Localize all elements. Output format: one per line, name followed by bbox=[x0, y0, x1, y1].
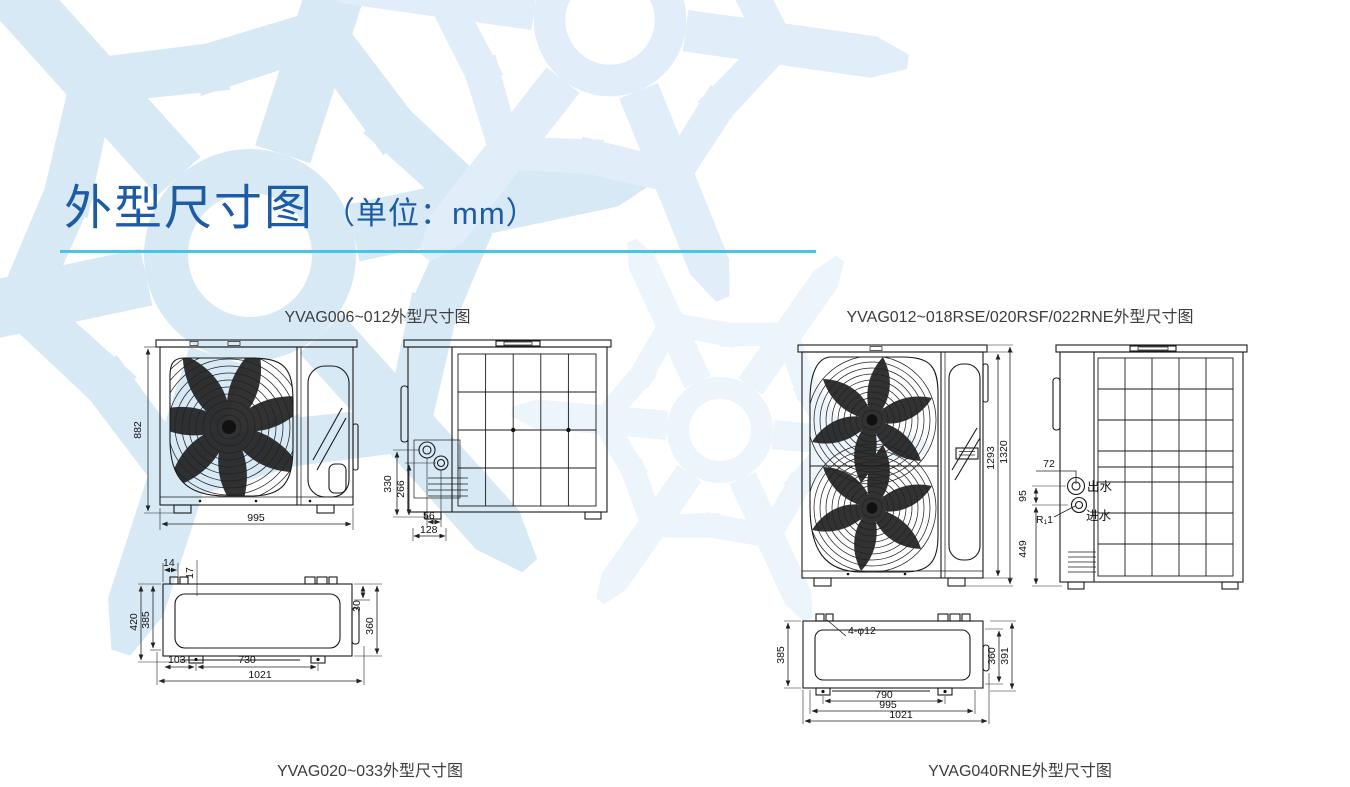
dim-label: 1293 bbox=[985, 446, 997, 470]
dim-label: 995 bbox=[879, 699, 897, 711]
dim-label: 385 bbox=[140, 611, 152, 629]
dim-label: 266 bbox=[395, 480, 407, 498]
front-view bbox=[797, 344, 989, 587]
dim-label: 30 bbox=[351, 600, 363, 612]
pipe-connections bbox=[1066, 476, 1088, 514]
front-view-dimensions: 1293 1320 bbox=[965, 344, 1013, 587]
side-panel-handle bbox=[307, 365, 350, 498]
dim-label: 72 bbox=[1043, 458, 1055, 470]
vent-slots bbox=[428, 477, 468, 497]
holes-label: 4-φ12 bbox=[848, 625, 876, 637]
dim-label: 882 bbox=[132, 421, 144, 439]
fan-grille bbox=[810, 357, 938, 572]
fan-grille bbox=[170, 358, 293, 496]
dim-label: 330 bbox=[382, 475, 394, 493]
title-unit-label: （单位：mm） bbox=[324, 196, 538, 231]
diagram-yvag020-033-topview: 14 17 420 385 30 360 bbox=[130, 557, 382, 685]
pipe-connections bbox=[418, 441, 449, 471]
dim-label: 360 bbox=[986, 647, 998, 665]
diagram-yvag006-012: 882 995 bbox=[132, 339, 612, 541]
caption-yvag020-033: YVAG020~033外型尺寸图 bbox=[276, 763, 463, 780]
dim-label: 1021 bbox=[889, 709, 913, 721]
dim-label: 95 bbox=[1017, 490, 1029, 502]
dim-label: 420 bbox=[130, 613, 140, 631]
side-view bbox=[400, 339, 612, 520]
dim-label: 1320 bbox=[998, 440, 1010, 464]
water-inlet-label: 进水 bbox=[1086, 509, 1112, 523]
caption-yvag040rne: YVAG040RNE外型尺寸图 bbox=[928, 763, 1112, 780]
top-view-dimensions: 14 17 420 385 30 360 bbox=[130, 557, 382, 685]
side-view-dimensions: 72 95 449 R₁1 出水 进水 bbox=[1017, 458, 1113, 587]
dim-label: 56 bbox=[423, 510, 435, 522]
dim-label: 17 bbox=[184, 567, 196, 579]
coil-grid bbox=[1097, 357, 1234, 577]
thread-label: R₁1 bbox=[1036, 514, 1053, 526]
diagram-yvag040rne-topview: 4-φ12 385 360 391 790 995 bbox=[775, 613, 1016, 724]
top-view bbox=[802, 613, 990, 696]
dim-label: 391 bbox=[999, 647, 1011, 665]
dim-label: 449 bbox=[1017, 540, 1029, 558]
water-outlet-label: 出水 bbox=[1087, 480, 1113, 494]
dim-label: 14 bbox=[163, 557, 175, 569]
front-view-dimensions: 882 995 bbox=[132, 346, 354, 530]
coil-grid bbox=[457, 353, 597, 507]
title-text: 外型尺寸图 bbox=[64, 182, 315, 235]
dim-label: 995 bbox=[247, 512, 265, 524]
diagram-yvag012-022: 1293 1320 bbox=[797, 344, 1248, 590]
header-divider bbox=[60, 250, 816, 253]
dim-label: 360 bbox=[364, 617, 376, 635]
dim-label: 103 bbox=[168, 654, 186, 666]
vent-slots bbox=[1068, 551, 1096, 573]
top-view bbox=[162, 576, 360, 664]
caption-yvag012-022: YVAG012~018RSE/020RSF/022RNE外型尺寸图 bbox=[846, 309, 1194, 326]
dim-label: 128 bbox=[420, 524, 438, 536]
side-view bbox=[1052, 344, 1248, 590]
side-view-dimensions: 330 266 56 128 bbox=[382, 449, 447, 541]
side-panel-handle bbox=[948, 363, 981, 561]
top-view-dimensions: 4-φ12 385 360 391 790 995 bbox=[775, 619, 1016, 724]
caption-yvag006-012: YVAG006~012外型尺寸图 bbox=[284, 309, 471, 326]
front-view bbox=[155, 339, 359, 514]
dim-label: 790 bbox=[875, 689, 893, 701]
dim-label: 1021 bbox=[248, 669, 272, 681]
page-title: 外型尺寸图 （单位：mm） bbox=[64, 168, 538, 238]
dim-label: 385 bbox=[775, 646, 787, 664]
dim-label: 730 bbox=[238, 654, 256, 666]
